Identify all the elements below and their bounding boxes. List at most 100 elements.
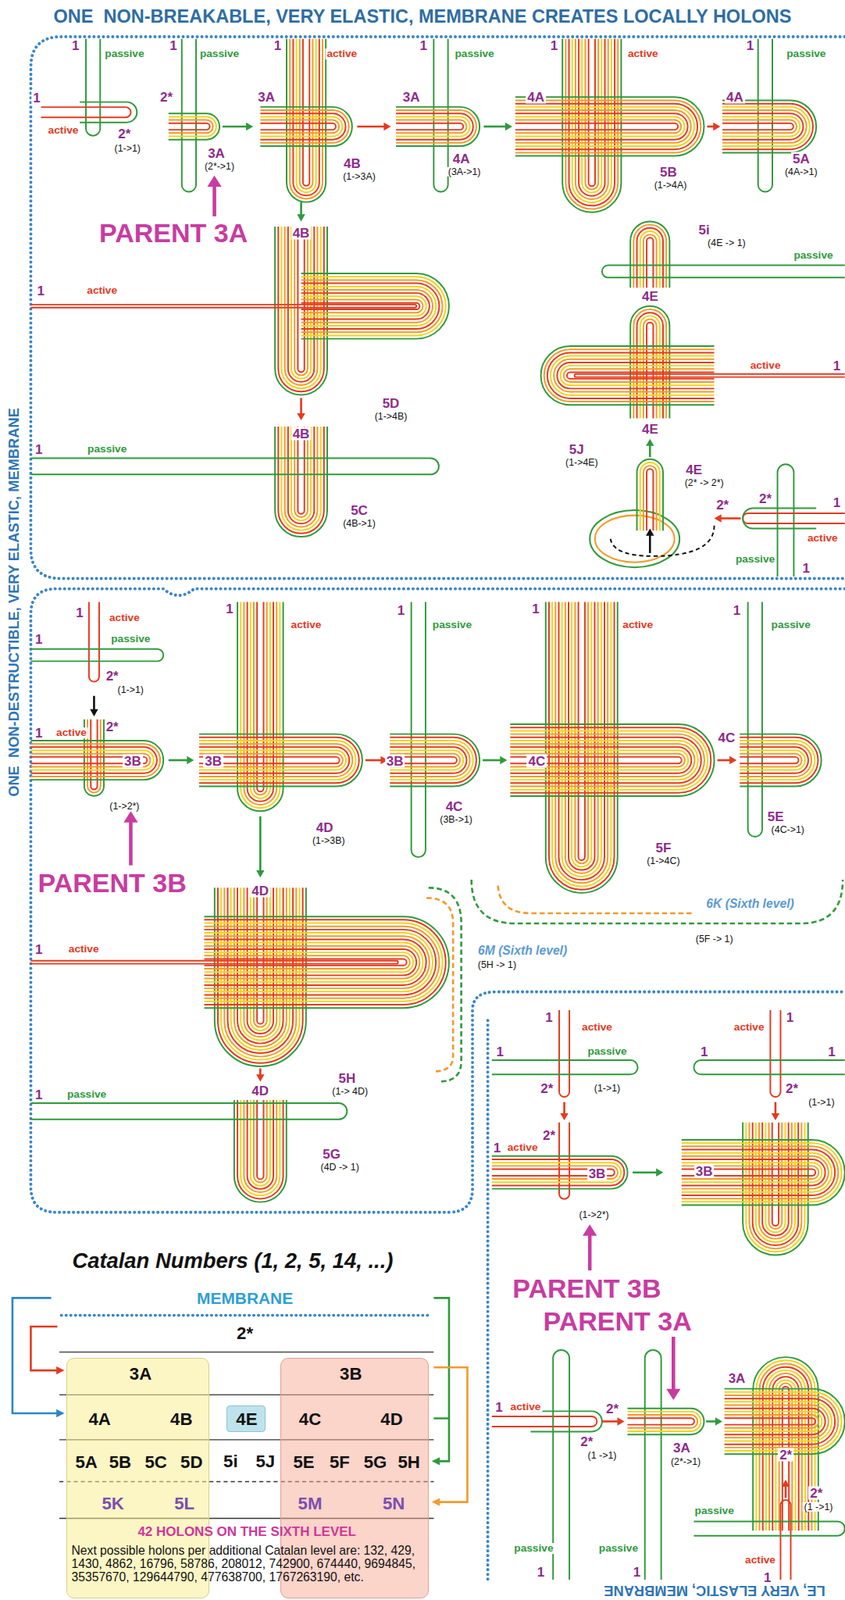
holon-label: 1: [418, 38, 429, 52]
holon-label: 1: [74, 606, 85, 620]
holon-line: [681, 1145, 839, 1198]
holon-label: 1: [831, 495, 842, 509]
membrane: [486, 1019, 490, 1580]
holon-line: [281, 426, 321, 531]
table-cell: 3A: [129, 1364, 152, 1382]
transition-code: (2*->1): [669, 1456, 703, 1466]
transition-code: (1->4C): [645, 855, 681, 865]
parent-label: PARENT 3A: [97, 219, 250, 247]
holon-line: [199, 746, 350, 773]
sixth-level-outline: [428, 887, 462, 1081]
holon-line: [681, 1158, 826, 1185]
holon-line: [509, 753, 685, 767]
holon-line: [742, 513, 845, 524]
holon-line: [260, 116, 343, 136]
holon-label: 1: [224, 601, 235, 615]
parent-label: PARENT 3B: [510, 1274, 663, 1302]
holon-line: [745, 1122, 805, 1252]
transition-code: (4B->1): [341, 518, 378, 528]
holon-line: [30, 753, 150, 767]
holon-line: [637, 228, 664, 289]
holon-label: 4E: [640, 421, 660, 435]
holon-line: [769, 1372, 803, 1530]
arrow-line: [128, 817, 133, 866]
arrow-line: [212, 181, 217, 217]
holon-line: [30, 743, 161, 777]
table-cell: 5D: [180, 1453, 203, 1471]
holon-line: [181, 39, 197, 193]
active-label: active: [54, 727, 89, 739]
holon-line: [739, 734, 821, 787]
holon-label: 3A: [256, 90, 277, 104]
holon-line: [492, 1059, 639, 1074]
holon-line: [681, 1155, 829, 1189]
holon-line: [285, 426, 318, 528]
holon-line: [203, 955, 410, 969]
arrowhead: [246, 122, 254, 131]
holon-line: [552, 1349, 570, 1580]
passive-label: passive: [512, 1543, 555, 1555]
arrow-line: [588, 1230, 592, 1270]
holon-line: [722, 106, 810, 147]
holon-line: [492, 1155, 628, 1189]
table-cell: 5N: [382, 1493, 405, 1512]
holon-label: 1: [33, 632, 44, 646]
holon-label: 2*: [158, 90, 175, 104]
transition-code: (3A->1): [446, 166, 483, 176]
holon-line: [395, 123, 464, 130]
table-cell: 5M: [298, 1493, 323, 1512]
holon-label: 1: [530, 601, 541, 615]
holon-line: [301, 283, 440, 330]
holon-line: [765, 1122, 785, 1233]
holon-line: [515, 103, 698, 150]
holon-line: [301, 279, 443, 332]
arrowhead: [89, 709, 98, 717]
table-cell: 5K: [102, 1493, 125, 1512]
holon-line: [724, 1411, 823, 1431]
holon-line: [549, 602, 615, 890]
active-label: active: [506, 1141, 540, 1153]
holon-line: [752, 1122, 799, 1245]
holon-line: [199, 737, 360, 784]
parent-label: PARENT 3A: [541, 1307, 694, 1334]
holon-line: [739, 756, 799, 763]
holon-line: [722, 113, 803, 140]
holon-label: 1: [762, 1569, 773, 1584]
holon-line: [395, 106, 480, 147]
arrowhead: [56, 1365, 65, 1374]
holon-line: [581, 39, 602, 193]
sixth-level-outline: [471, 879, 843, 924]
arrow-line: [483, 125, 508, 129]
holon-line: [780, 1499, 791, 1580]
holon-label: 4D: [314, 820, 336, 834]
holon-label: 3B: [385, 753, 406, 767]
arrow-line: [648, 532, 652, 553]
holon-line: [739, 746, 809, 773]
membrane-label: ONE NON-DESTRUCTIBLE, VERY ELASTIC, MEMB…: [7, 407, 22, 797]
holon-line: [243, 887, 277, 1037]
arrowhead: [123, 810, 138, 822]
transition-code: (4D -> 1): [319, 1161, 361, 1171]
holon-label: 4B: [291, 427, 312, 441]
holon-line: [253, 1099, 268, 1183]
holon-line: [395, 110, 477, 143]
holon-label: 1: [33, 1087, 44, 1101]
holon-line: [509, 730, 708, 789]
holon-line: [30, 457, 439, 475]
holon-line: [515, 120, 681, 134]
holon-line: [247, 1099, 274, 1189]
arrowhead: [582, 1223, 597, 1235]
transition-code: (1->1): [113, 142, 143, 153]
transition-code: (1->3A): [341, 171, 378, 182]
holon-line: [492, 1162, 621, 1182]
holon-line: [243, 602, 277, 805]
holon-label: 5H: [336, 1070, 357, 1084]
holon-line: [301, 276, 446, 336]
holon-label: 1: [543, 1009, 554, 1024]
holon-label: 1: [698, 1044, 710, 1059]
arrowhead: [616, 1416, 624, 1425]
holon-line: [303, 39, 310, 186]
holon-line: [739, 750, 806, 771]
passive-label: passive: [109, 633, 152, 645]
holon-line: [203, 916, 449, 1008]
